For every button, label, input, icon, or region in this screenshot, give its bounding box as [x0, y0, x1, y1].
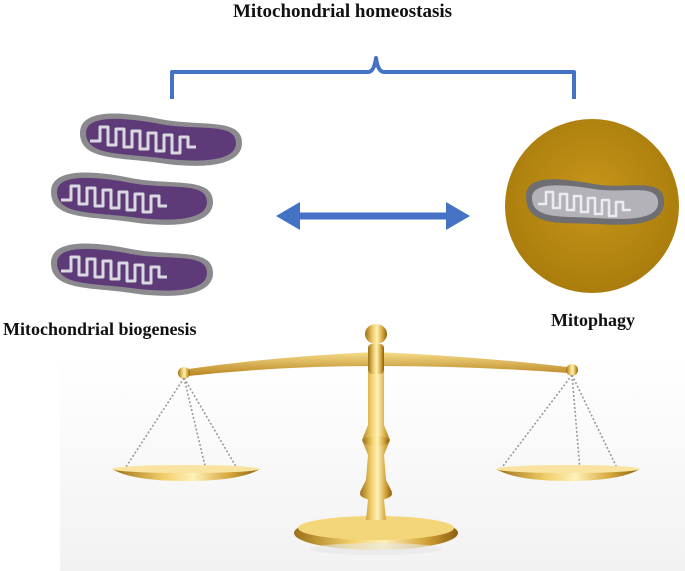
diagram-title: Mitochondrial homeostasis	[232, 1, 453, 22]
mitophagy-label: Mitophagy	[551, 310, 636, 330]
autophagosome-icon	[505, 119, 679, 293]
double-arrow-icon	[276, 202, 470, 230]
biogenesis-label: Mitochondrial biogenesis	[3, 319, 197, 339]
mitochondrion-icon	[78, 112, 244, 168]
bracket	[170, 56, 576, 99]
mitochondrion-icon	[49, 171, 215, 227]
balance-scale-icon	[112, 324, 640, 555]
mitochondrion-icon	[49, 242, 215, 298]
